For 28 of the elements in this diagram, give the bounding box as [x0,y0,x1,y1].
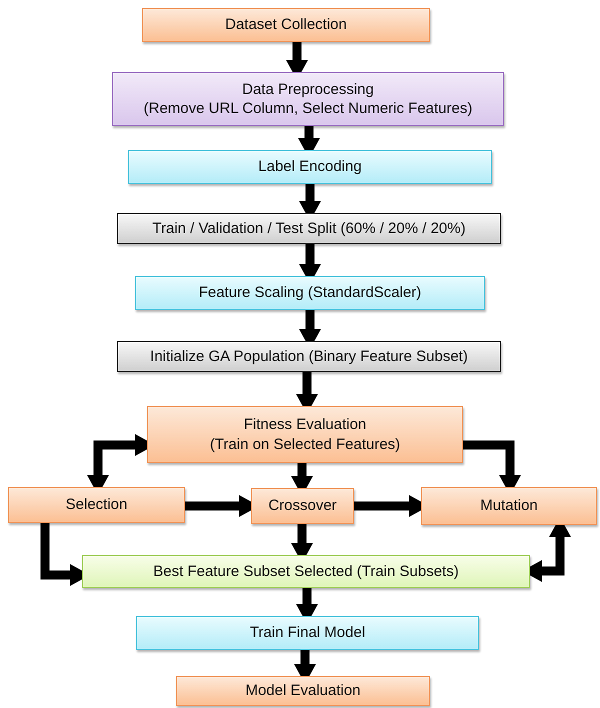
box-text: Selection [66,495,128,515]
box-text: Data Preprocessing [242,80,374,99]
box-text: Train / Validation / Test Split (60% / 20% / 20%) [152,218,466,238]
process-box [128,150,492,184]
process-box [136,616,479,650]
box-text: Crossover [268,496,337,516]
box-text: Fitness Evaluation [244,415,366,434]
box-text: Initialize GA Population (Binary Feature Subset) [150,346,468,366]
box-text: Train Final Model [250,623,366,643]
process-box [8,487,185,523]
box-text: (Remove URL Column, Select Numeric Features) [144,99,472,118]
box-text: Mutation [480,496,538,516]
box-text: Model Evaluation [245,681,361,701]
process-box [117,213,501,244]
process-box [112,72,504,126]
box-text: (Train on Selected Features) [210,434,400,454]
process-box [117,341,501,372]
process-box [142,8,430,42]
process-box [251,488,354,524]
box-text: Label Encoding [258,157,362,177]
process-box [147,406,463,463]
process-box [421,487,597,525]
process-box [135,276,485,310]
box-text: Best Feature Subset Selected (Train Subsets) [153,562,459,582]
box-text: Feature Scaling (StandardScaler) [198,283,422,303]
process-box [176,676,430,706]
box-text: Dataset Collection [225,15,347,35]
process-box [82,555,530,588]
